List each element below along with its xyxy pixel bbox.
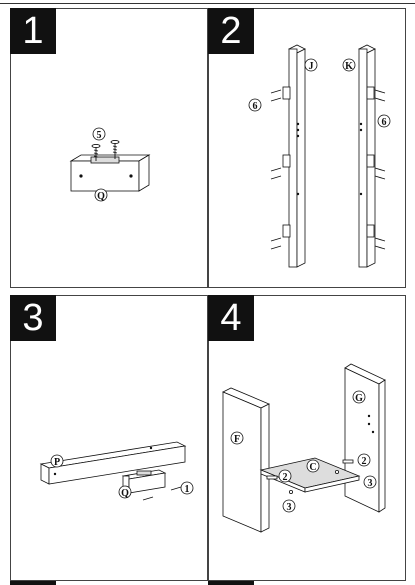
rail-label: P	[54, 457, 60, 468]
screw-icon	[91, 139, 120, 161]
next-step-badge-edge	[208, 581, 254, 585]
step-4-panel: 4	[208, 295, 406, 581]
screw-label: 5	[97, 130, 102, 141]
screw-label: 1	[185, 484, 190, 495]
cam-right-label: 3	[368, 478, 373, 489]
callout-circle	[118, 485, 132, 499]
callout-circle	[352, 390, 366, 404]
step-1-panel: 1 5 Q	[10, 8, 208, 288]
rail-p-drawing	[39, 441, 187, 485]
callout-circle	[304, 58, 318, 72]
post-j-label: J	[309, 61, 314, 72]
block-label: Q	[97, 191, 105, 202]
cam-left-label: 3	[287, 502, 292, 513]
step-1-illustration: 5 Q	[69, 127, 151, 202]
post-j-drawing	[288, 44, 306, 268]
callout-circle	[94, 188, 108, 202]
panel-g-drawing	[344, 363, 386, 513]
callout-circle	[377, 114, 391, 128]
step-2-illustration: J K 6 6	[248, 44, 391, 268]
screw-icon	[270, 89, 386, 250]
callout-circle	[363, 475, 377, 489]
step-4-illustration: F G C 2 2 3 3	[222, 363, 386, 533]
step-2-number: 2	[208, 8, 254, 54]
dowel-left-label: 2	[283, 472, 288, 483]
post-k-label: K	[345, 61, 353, 72]
step-3-illustration: P Q 1	[39, 441, 194, 501]
panel-f-drawing	[222, 387, 270, 533]
panel-g-label: G	[355, 393, 363, 404]
dowel-right-label: 2	[362, 456, 367, 467]
panel-f-label: F	[234, 434, 240, 445]
screw-icon	[142, 486, 182, 501]
callout-circle	[342, 58, 356, 72]
callout-circle	[248, 98, 262, 112]
step-3-number: 3	[10, 295, 56, 341]
step-4-number: 4	[208, 295, 254, 341]
step-2-panel: 2	[208, 8, 406, 288]
callout-circle	[278, 469, 292, 483]
callout-circle	[180, 481, 194, 495]
dowel-icon	[266, 459, 354, 494]
screw-right-label: 6	[382, 117, 387, 128]
shelf-label: C	[309, 462, 316, 473]
block-label: Q	[121, 488, 129, 499]
callout-circle	[230, 431, 244, 445]
top-rule	[0, 3, 415, 4]
block-q-drawing	[69, 154, 151, 192]
callout-circle	[92, 127, 106, 141]
step-3-panel: 3 P Q 1	[10, 295, 208, 581]
bracket-icon	[282, 86, 375, 238]
callout-circle	[282, 499, 296, 513]
step-1-number: 1	[10, 8, 56, 54]
next-step-badge-edge	[10, 581, 56, 585]
callout-circle	[306, 459, 320, 473]
callout-circle	[357, 453, 371, 467]
screw-left-label: 6	[253, 101, 258, 112]
callout-circle	[50, 454, 64, 468]
